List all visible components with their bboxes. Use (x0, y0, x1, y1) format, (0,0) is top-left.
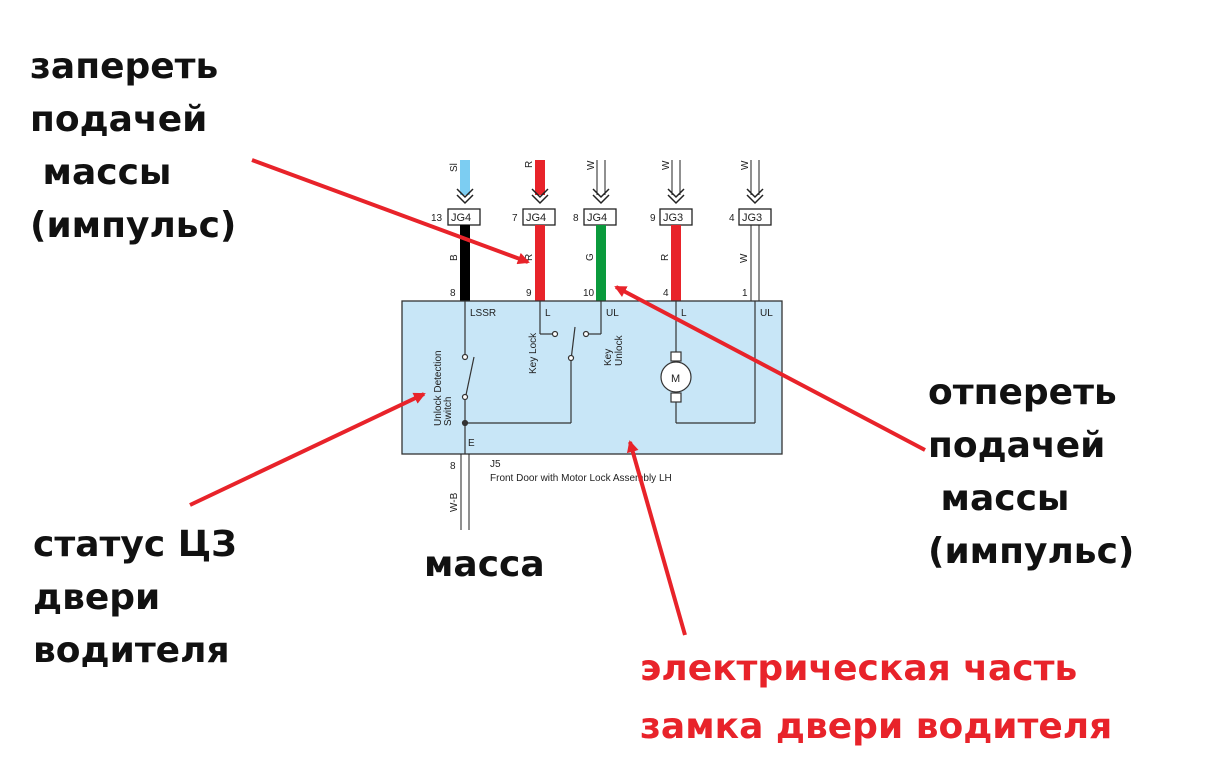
module-name: Front Door with Motor Lock Assembly LH (490, 473, 672, 484)
module-pin-5: 1 (742, 288, 748, 299)
wire-color-code-4: R (660, 254, 671, 261)
lower-wires: B R G R W 8 9 10 4 1 (449, 225, 760, 301)
module-pin-2: 9 (526, 288, 532, 299)
wire-color-code-5: W (739, 253, 750, 263)
key-lock-label: Key Lock (528, 332, 539, 374)
arrow-lock (251, 158, 530, 265)
wire-red-lock (535, 225, 545, 301)
key-unlock-label: Key Unlock (603, 334, 625, 366)
top-code-4: W (661, 160, 672, 170)
module-label-l1: L (545, 308, 551, 319)
motor-label: M (671, 373, 680, 385)
top-wire-stubs (460, 160, 760, 195)
unlock-detection-switch-label: Unlock Detection Switch (433, 348, 454, 426)
connector-label-4: JG3 (663, 212, 683, 224)
unlock-detection-line2: Switch (443, 397, 454, 426)
module-label-ul1: UL (606, 308, 619, 319)
arrow-unlock (614, 285, 926, 452)
annotation-arrows (189, 158, 926, 636)
ground-label-e: E (468, 438, 475, 449)
top-code-1: Sl (449, 163, 460, 172)
ground-pin: 8 (450, 461, 456, 472)
note-unlock-by-ground: отперeть подачей массы (импульс) (928, 372, 1135, 572)
top-code-5: W (740, 160, 751, 170)
module-pin-4: 4 (663, 288, 669, 299)
connector-pin-4: 9 (650, 213, 656, 224)
arrow-status (189, 392, 426, 507)
connector-pin-1: 13 (431, 213, 443, 224)
note-lock-electrical: электрическая часть замка двери водителя (640, 648, 1113, 747)
wire-color-code-3: G (585, 253, 596, 261)
connector-label-2: JG4 (526, 212, 546, 224)
module-label-lssr: LSSR (470, 308, 496, 319)
connector-label-1: JG4 (451, 212, 471, 224)
top-wire-codes: Sl R W W W (449, 160, 751, 172)
note-ground: масса (424, 544, 545, 585)
module-label-ul2: UL (760, 308, 773, 319)
connector-label-3: JG4 (587, 212, 607, 224)
top-code-3: W (586, 160, 597, 170)
ground-wire-code: W-B (449, 492, 460, 512)
wire-color-code-1: B (449, 254, 460, 261)
wire-black (460, 225, 470, 301)
connector-chevrons (456, 188, 764, 205)
connector-pin-3: 8 (573, 213, 579, 224)
arrow-electrical (626, 440, 687, 636)
unlock-detection-line1: Unlock Detection (433, 350, 444, 426)
module-pin-1: 8 (450, 288, 456, 299)
connector-boxes: JG4 JG4 JG4 JG3 JG3 13 7 8 9 4 (431, 208, 772, 226)
ground-wire: 8 W-B (449, 454, 470, 530)
module-pin-labels: LSSR L UL L UL E (468, 308, 773, 449)
module-box (401, 300, 783, 455)
wire-red-motor (671, 225, 681, 301)
module-label-l2: L (681, 308, 687, 319)
top-code-2: R (524, 161, 535, 168)
wire-green-unlock (596, 225, 606, 301)
connector-label-5: JG3 (742, 212, 762, 224)
connector-pin-2: 7 (512, 213, 518, 224)
module-id: J5 (490, 459, 501, 470)
note-lock-by-ground: запереть подачей массы (импульс) (30, 46, 237, 246)
connector-pin-5: 4 (729, 213, 735, 224)
note-driver-door-status: статус ЦЗ двери водителя (33, 524, 237, 671)
module-pin-3: 10 (583, 288, 595, 299)
